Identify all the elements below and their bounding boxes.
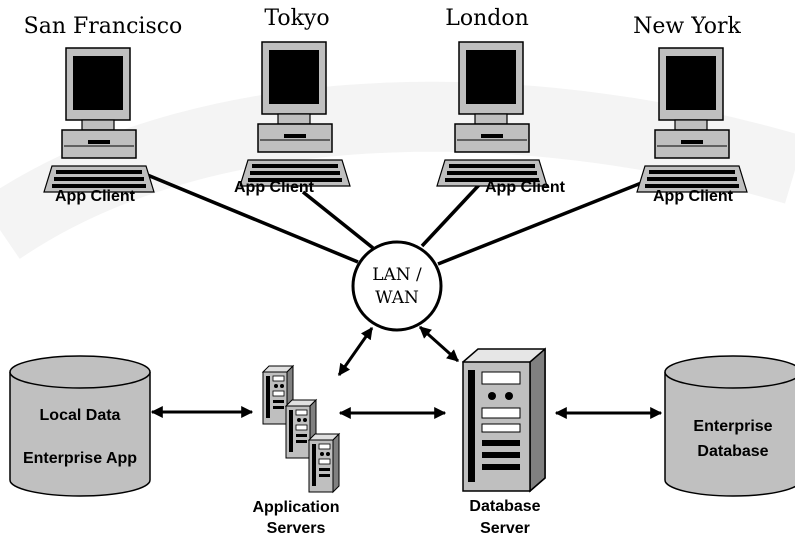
city-label: Tokyo (264, 6, 329, 31)
lan-wan-hub: LAN / WAN (351, 240, 443, 332)
server-icon (308, 433, 340, 493)
cylinder-line2: Enterprise App (23, 450, 137, 467)
client-label: App Client (653, 188, 734, 205)
city-label: New York (633, 14, 741, 39)
client-new-york: New York App Client (633, 14, 748, 205)
hub-line2: WAN (375, 288, 419, 308)
computer-icon (43, 47, 155, 193)
client-label: App Client (234, 179, 315, 196)
cylinder-line1: Enterprise (693, 418, 772, 435)
connection-arrows (150, 325, 663, 419)
db-server-line1: Database (469, 498, 540, 515)
cylinder-line2: Database (697, 443, 768, 460)
hub-line1: LAN / (372, 265, 422, 285)
servers-line1: Application (252, 499, 339, 516)
local-data-database: Local Data Enterprise App (9, 355, 151, 497)
client-london: London App Client (436, 6, 566, 196)
client-san-francisco: San Francisco App Client (24, 14, 183, 205)
application-servers: Application Servers (252, 365, 340, 537)
enterprise-database: Enterprise Database (664, 355, 795, 497)
database-server: Database Server (462, 347, 546, 537)
city-label: San Francisco (24, 14, 183, 39)
servers-line2: Servers (267, 520, 326, 537)
db-server-line2: Server (480, 520, 530, 537)
client-label: App Client (55, 188, 136, 205)
client-label: App Client (485, 179, 566, 196)
city-label: London (445, 6, 529, 31)
client-tokyo: Tokyo App Client (234, 6, 351, 196)
cylinder-line1: Local Data (40, 407, 121, 424)
